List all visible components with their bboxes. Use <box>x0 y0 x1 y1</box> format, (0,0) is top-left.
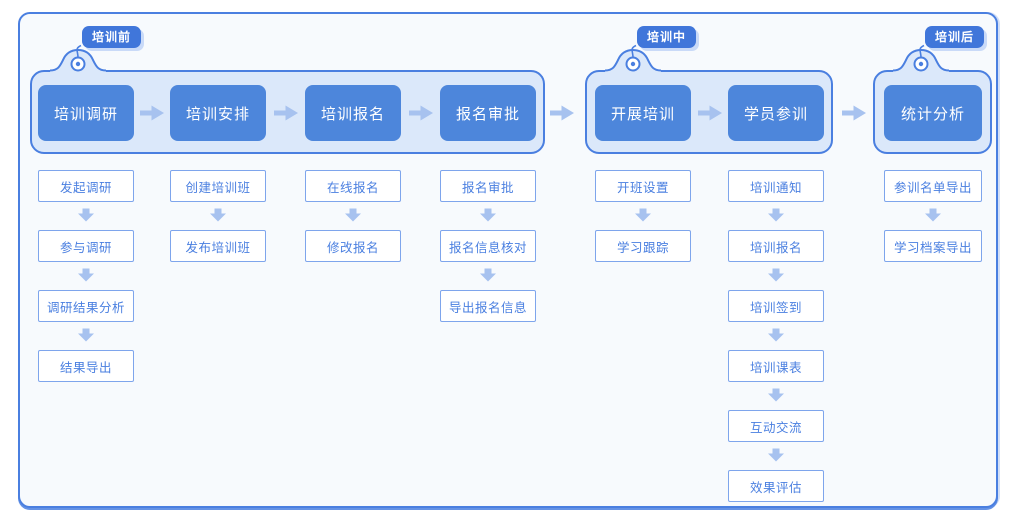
arrow-right-icon <box>698 105 722 121</box>
arrow-right <box>549 104 575 122</box>
arrow-down-icon <box>78 208 94 222</box>
arrow-down-icon <box>768 448 784 462</box>
sub-step-box: 效果评估 <box>728 470 824 502</box>
main-step-box: 学员参训 <box>728 85 824 141</box>
arrow-down-icon <box>480 268 496 282</box>
sub-step-box: 培训通知 <box>728 170 824 202</box>
sub-step-box: 调研结果分析 <box>38 290 134 322</box>
sub-step-box: 结果导出 <box>38 350 134 382</box>
sub-step-box: 学习跟踪 <box>595 230 691 262</box>
arrow-right-icon <box>140 105 164 121</box>
arrow-down-icon <box>345 208 361 222</box>
arrow-right <box>697 104 723 122</box>
sub-step-box: 互动交流 <box>728 410 824 442</box>
sub-step-box: 发布培训班 <box>170 230 266 262</box>
sub-step-box: 培训签到 <box>728 290 824 322</box>
sub-step-box: 学习档案导出 <box>884 230 982 262</box>
arrow-down <box>767 268 785 282</box>
main-step-box: 报名审批 <box>440 85 536 141</box>
sub-step-box: 开班设置 <box>595 170 691 202</box>
tag-pin-icon <box>49 24 170 76</box>
sub-step-box: 发起调研 <box>38 170 134 202</box>
main-step-box: 培训调研 <box>38 85 134 141</box>
main-step-box: 培训报名 <box>305 85 401 141</box>
arrow-down-icon <box>78 268 94 282</box>
arrow-down <box>767 448 785 462</box>
main-step-box: 培训安排 <box>170 85 266 141</box>
arrow-right <box>139 104 165 122</box>
arrow-down <box>209 208 227 222</box>
arrow-down-icon <box>635 208 651 222</box>
arrow-down-icon <box>768 208 784 222</box>
arrow-right-icon <box>550 105 574 121</box>
arrow-right-icon <box>409 105 433 121</box>
sub-step-box: 报名信息核对 <box>440 230 536 262</box>
arrow-down-icon <box>78 328 94 342</box>
sub-step-box: 创建培训班 <box>170 170 266 202</box>
arrow-right <box>841 104 867 122</box>
arrow-down <box>77 328 95 342</box>
arrow-right <box>408 104 434 122</box>
arrow-down <box>767 328 785 342</box>
sub-step-box: 修改报名 <box>305 230 401 262</box>
arrow-down-icon <box>768 328 784 342</box>
arrow-right <box>273 104 299 122</box>
arrow-right-icon <box>274 105 298 121</box>
tag-pin-icon <box>604 24 725 76</box>
arrow-down-icon <box>925 208 941 222</box>
phase-tag: 培训后 <box>925 26 985 48</box>
arrow-down-icon <box>768 388 784 402</box>
arrow-right-icon <box>842 105 866 121</box>
arrow-down <box>77 208 95 222</box>
sub-step-box: 培训报名 <box>728 230 824 262</box>
arrow-down <box>77 268 95 282</box>
arrow-down-icon <box>480 208 496 222</box>
arrow-down <box>767 208 785 222</box>
sub-step-box: 导出报名信息 <box>440 290 536 322</box>
arrow-down <box>924 208 942 222</box>
arrow-down <box>479 268 497 282</box>
sub-step-box: 报名审批 <box>440 170 536 202</box>
arrow-down <box>479 208 497 222</box>
main-step-box: 统计分析 <box>884 85 982 141</box>
tag-pin-icon <box>892 24 1013 76</box>
arrow-down <box>634 208 652 222</box>
arrow-down <box>344 208 362 222</box>
sub-step-box: 参训名单导出 <box>884 170 982 202</box>
arrow-down <box>767 388 785 402</box>
sub-step-box: 在线报名 <box>305 170 401 202</box>
sub-step-box: 参与调研 <box>38 230 134 262</box>
sub-step-box: 培训课表 <box>728 350 824 382</box>
arrow-down-icon <box>768 268 784 282</box>
main-step-box: 开展培训 <box>595 85 691 141</box>
phase-tag: 培训前 <box>82 26 142 48</box>
arrow-down-icon <box>210 208 226 222</box>
phase-tag: 培训中 <box>637 26 697 48</box>
